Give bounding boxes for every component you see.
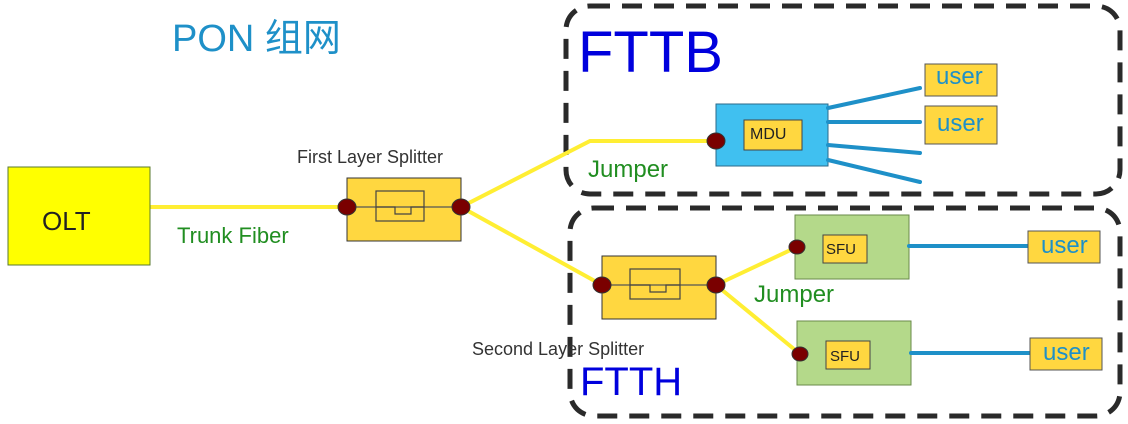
sfu-top-in-port: [788, 239, 806, 255]
first-splitter-label: First Layer Splitter: [297, 147, 444, 167]
user-label-1: user: [936, 63, 983, 90]
second-splitter-in-port: [592, 276, 612, 294]
user-box-4: [1029, 337, 1103, 371]
trunk-fiber-label: Trunk Fiber: [177, 223, 289, 248]
second-splitter-out-port: [706, 276, 726, 294]
mdu-inner-box: [743, 119, 803, 151]
ftth-zone-box: [567, 205, 1123, 419]
jumper-bottom-label: Jumper: [754, 281, 835, 308]
jumper-sfu-top-line: [714, 245, 799, 287]
first-splitter-box: [346, 177, 462, 242]
ftth-zone-label: FTTH: [580, 360, 683, 404]
fttb-zone-box: [563, 3, 1123, 197]
jumper-sfu-bottom-line: [714, 283, 802, 356]
fttb-zone-label: FTTB: [578, 20, 723, 85]
user-box-3: [1027, 230, 1101, 264]
user-box-1: [924, 63, 998, 97]
user-label-3: user: [1041, 232, 1088, 259]
sfu-bottom-in-port: [791, 346, 809, 362]
sfu-bottom-inner-box: [825, 340, 871, 370]
user-label-4: user: [1043, 339, 1090, 366]
first-splitter-inner: [375, 190, 425, 222]
mdu-in-port: [706, 132, 726, 150]
jumper-top-line: [459, 139, 718, 209]
sfu-top-label: SFU: [826, 241, 856, 258]
sfu-bottom-label: SFU: [830, 348, 860, 365]
diagram-title: PON 组网: [172, 18, 341, 60]
second-splitter-label: Second Layer Splitter: [472, 339, 645, 359]
second-splitter-box: [601, 255, 717, 320]
olt-label: OLT: [42, 206, 91, 236]
olt-port-first-splitter-in: [337, 198, 357, 216]
mdu-label: MDU: [750, 126, 787, 143]
sfu-top-inner-box: [822, 234, 868, 264]
user-box-2: [924, 105, 998, 145]
jumper-top-label: Jumper: [588, 156, 669, 183]
mdu-user-line-4: [826, 158, 922, 184]
feeder-to-second-splitter-line: [459, 205, 604, 287]
user-label-2: user: [937, 110, 984, 137]
olt-box: [7, 166, 151, 266]
mdu-user-line-3: [826, 143, 922, 155]
mdu-user-line-1: [826, 86, 922, 110]
second-splitter-inner: [629, 268, 681, 300]
first-splitter-out-port: [451, 198, 471, 216]
